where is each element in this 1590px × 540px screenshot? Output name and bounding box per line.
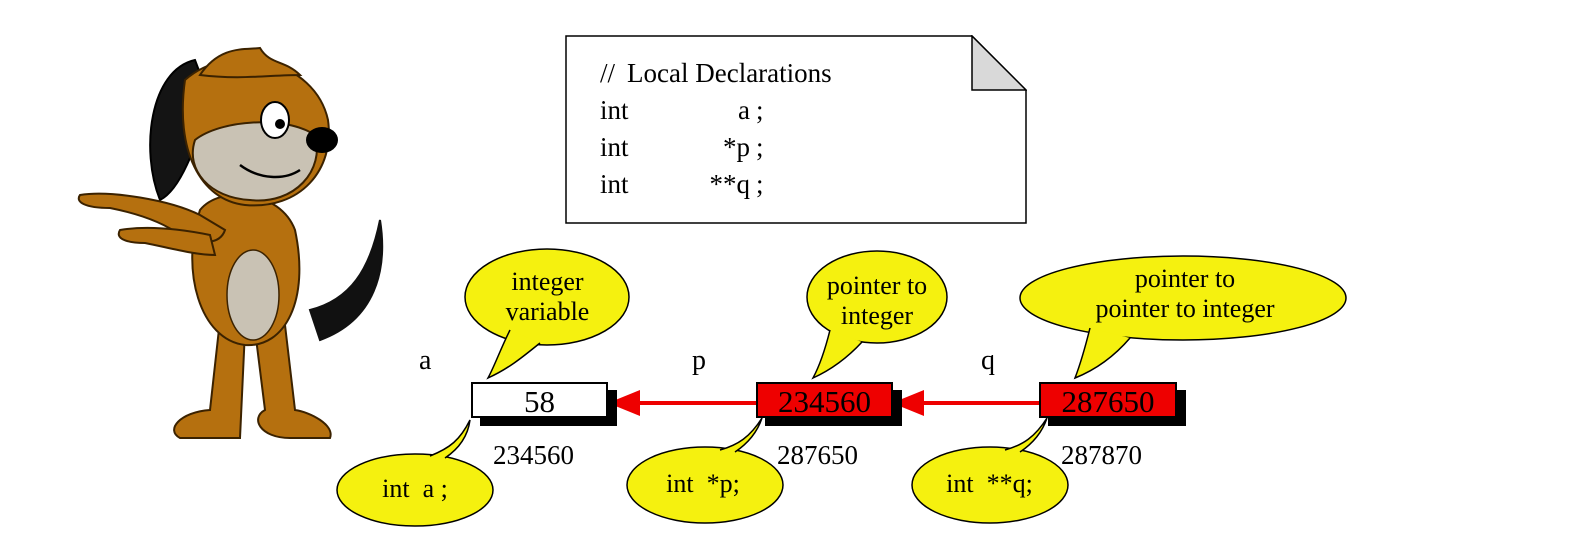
memory-cell-q: 287650 <box>1039 382 1177 419</box>
var-name-q: q <box>981 345 995 376</box>
bubble-a-decl-text: int a ; <box>382 474 448 503</box>
note-line-comment: //Local Declarations <box>600 58 832 88</box>
bubble-a-type <box>464 248 630 380</box>
bubble-q-type-text: pointer to pointer to integer <box>1095 264 1275 323</box>
bubble-p-type-text: pointer to integer <box>826 271 928 330</box>
bubble-q-type <box>1019 255 1347 380</box>
arrow-q-to-p <box>892 390 1040 416</box>
bubble-p-type <box>806 250 948 380</box>
bubble-p-decl <box>626 417 784 524</box>
memory-cell-a: 58 <box>471 382 608 419</box>
address-a: 234560 <box>493 440 574 470</box>
var-name-p: p <box>692 345 706 376</box>
bubble-p-decl-text: int *p; <box>666 469 740 498</box>
bubble-a-decl <box>336 419 494 527</box>
address-p: 287650 <box>777 440 858 470</box>
note-line-p: int*p; <box>600 132 764 162</box>
arrow-p-to-a <box>608 390 757 416</box>
bubble-q-decl-text: int **q; <box>946 469 1033 498</box>
bubble-q-decl <box>911 417 1069 524</box>
cartoon-dog-pointing-icon <box>77 46 384 439</box>
note-frame <box>565 35 1027 224</box>
bubble-a-type-text: integer variable <box>505 267 590 326</box>
var-name-a: a <box>419 345 432 376</box>
memory-cell-p: 234560 <box>756 382 893 419</box>
note-line-q: int**q; <box>600 169 764 199</box>
address-q: 287870 <box>1061 440 1142 470</box>
